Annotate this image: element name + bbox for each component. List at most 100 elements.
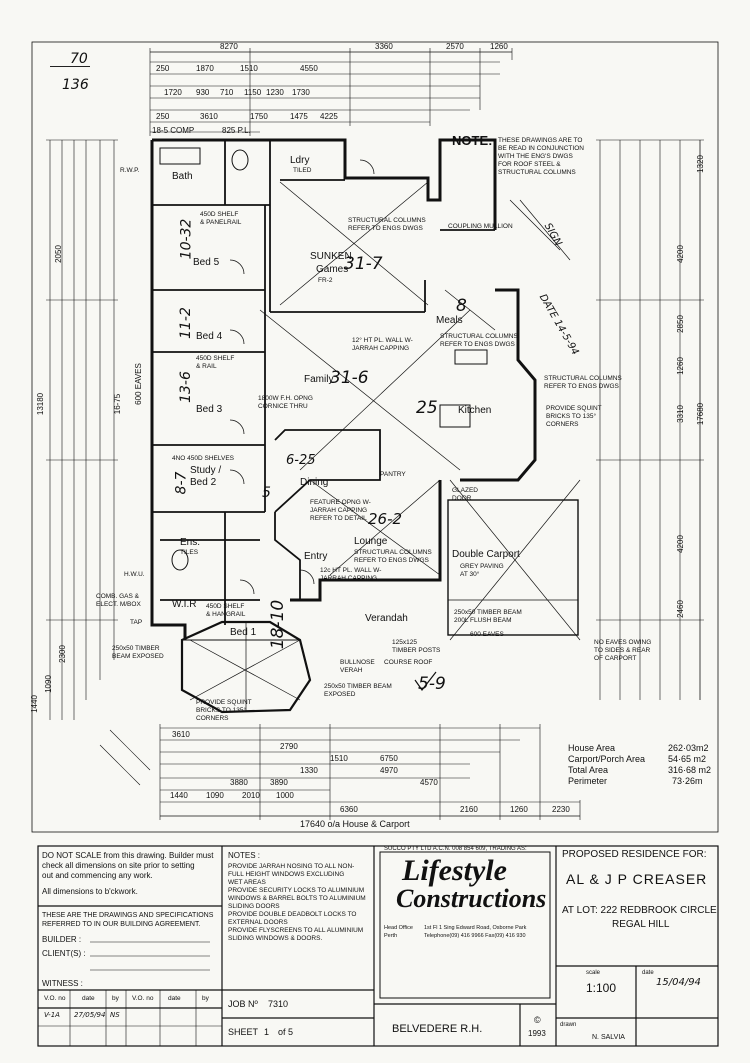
dim-bottom-b4: 1000 <box>276 791 294 800</box>
room-carport: Double Carport <box>452 549 520 560</box>
note-structural-meals-2: REFER TO ENGS DWGS <box>440 341 515 348</box>
note-linen-1: 450D SHELF <box>206 603 245 610</box>
tb-job-label: JOB Nº <box>228 999 258 1009</box>
hand-lounge: 26-2 <box>368 510 403 528</box>
note-structural-games-2: REFER TO ENGS DWGS <box>348 225 423 232</box>
dim-left-3: 16-75 <box>113 393 123 415</box>
note-shelves-study: 4NO 450D SHELVES <box>172 455 235 462</box>
area-house-value: 262·03m2 <box>668 743 709 753</box>
tb-dns-2: check all dimensions on site prior to se… <box>42 861 195 870</box>
tb-dns-3: out and commencing any work. <box>42 871 153 880</box>
dim-top-c1: 250 <box>156 112 170 121</box>
room-wir: W.I.R <box>172 599 197 610</box>
room-bed2: Bed 2 <box>190 477 217 488</box>
tb-drawn-label: drawn <box>560 1022 577 1028</box>
tb-dims-bk: All dimensions to b'ckwork. <box>42 887 138 896</box>
tb-sheet-of: of 5 <box>278 1027 294 1037</box>
dim-top-d1: 18-5 COMP <box>152 126 195 135</box>
dim-top-overall-3: 2570 <box>446 42 464 51</box>
dim-bottom-d4: 1510 <box>330 754 348 763</box>
note-family-opng-2: CORNICE THRU <box>258 403 308 410</box>
room-sunken: SUNKEN <box>310 251 352 262</box>
room-bed3: Bed 3 <box>196 404 223 415</box>
tb-address: 1st Fl 1 Sing Edward Road, Osborne Park <box>424 925 527 931</box>
note-hwu: H.W.U. <box>124 571 145 578</box>
room-lounge: Lounge <box>354 536 388 547</box>
dim-bottom-c3: 6750 <box>380 754 398 763</box>
note-course: COURSE ROOF <box>384 659 433 666</box>
tb-vo-h4: V.O. no <box>132 995 154 1002</box>
note-shelf-bath-1: 450D SHELF <box>200 211 239 218</box>
hand-dining: 6-25 <box>286 453 316 468</box>
tb-note-5: WINDOWS & BARREL BOLTS TO ALUMINIUM <box>228 895 366 902</box>
room-games: Games <box>316 264 349 275</box>
tb-vo-r2: 27/05/94 <box>74 1011 106 1019</box>
tb-phone: Telephone(09) 416 9966 Fax(09) 416 930 <box>424 933 526 939</box>
room-ens-sub: TILES <box>180 549 199 556</box>
note-squint-bed1-2: BRICKS TO 135° <box>196 707 247 714</box>
note-squint-kitchen-2: BRICKS TO 135° <box>546 413 597 420</box>
dim-right-8: 2460 <box>675 600 685 618</box>
tb-vo-r3: NS <box>110 1011 120 1019</box>
dim-top-b5: 1230 <box>266 88 284 97</box>
tb-office-label: Head Office <box>384 925 413 931</box>
note-squint-kitchen-3: CORNERS <box>546 421 579 428</box>
dim-top-a4: 4550 <box>300 64 318 73</box>
note-comb-gas-2: ELECT. M/BOX <box>96 601 141 608</box>
tb-year: 1993 <box>528 1029 546 1038</box>
dim-right-1: 1320 <box>695 155 705 173</box>
note-family-opng-1: 1800W F.H. OPNG <box>258 395 313 402</box>
dim-left-6: 1090 <box>43 675 53 693</box>
note-squint-kitchen-1: PROVIDE SQUINT <box>546 405 602 412</box>
dim-bottom-b2: 1090 <box>206 791 224 800</box>
dim-right-6: 17680 <box>696 402 706 426</box>
note-no-eaves-1: NO EAVES OWING <box>594 639 652 646</box>
sheet-border <box>31 41 719 833</box>
hand-family: 31-6 <box>330 368 369 388</box>
tb-date-label: date <box>642 970 654 976</box>
note-timber-front-1: 250x50 TIMBER BEAM <box>324 683 392 690</box>
tb-job-no: 7310 <box>268 999 289 1009</box>
note-glazed-2: DOOR <box>452 495 472 502</box>
note-feature-3: REFER TO DETAIL <box>310 515 367 522</box>
note-line-1: THESE DRAWINGS ARE TO <box>498 137 583 144</box>
dim-bottom-d1: 3880 <box>230 778 248 787</box>
hand-games: 31-7 <box>344 254 383 274</box>
hand-meals: 8 <box>456 296 467 316</box>
note-line-4: FOR ROOF STEEL & <box>498 161 561 168</box>
dim-top-d2: 825 P.L. <box>222 126 251 135</box>
note-linen-2: & HANGRAIL <box>206 611 246 618</box>
dim-top-a3: 1510 <box>240 64 258 73</box>
room-games-sub: FR-2 <box>318 277 333 284</box>
tb-note-1: PROVIDE JARRAH NOSING TO ALL NON- <box>228 863 355 870</box>
tb-suburb: REGAL HILL <box>612 919 670 930</box>
note-comb-gas-1: COMB. GAS & <box>96 593 139 600</box>
room-ldry: Ldry <box>290 155 310 166</box>
dim-right-2: 4200 <box>675 245 685 263</box>
note-timber-front-2: EXPOSED <box>324 691 356 698</box>
dim-top-overall-1: 8270 <box>220 42 238 51</box>
note-structural-meals-1: STRUCTURAL COLUMNS <box>440 333 518 340</box>
note-structural-lounge-1: STRUCTURAL COLUMNS <box>354 549 432 556</box>
dim-left-2: 2050 <box>53 245 63 263</box>
note-carport-floor-1: GREY PAVING <box>460 563 504 570</box>
dim-right-5: 3310 <box>675 405 685 423</box>
note-structural-kitchen-1: STRUCTURAL COLUMNS <box>544 375 622 382</box>
note-wall-lounge-2: JARRAH CAPPING <box>320 575 378 582</box>
tb-logo-line1: Lifestyle <box>402 854 507 887</box>
room-dining: Dining <box>300 477 329 488</box>
tb-these-1: THESE ARE THE DRAWINGS AND SPECIFICATION… <box>42 912 214 919</box>
note-timber-carport-2: 200L FLUSH BEAM <box>454 617 512 624</box>
note-structural-games-1: STRUCTURAL COLUMNS <box>348 217 426 224</box>
hand-kitchen: 25 <box>416 398 438 418</box>
dim-top-a2: 1870 <box>196 64 214 73</box>
room-entry: Entry <box>304 551 328 562</box>
tb-note-7: PROVIDE DOUBLE DEADBOLT LOCKS TO <box>228 911 357 918</box>
tb-vo-h6: by <box>202 995 209 1002</box>
note-timber-posts-2: TIMBER POSTS <box>392 647 441 654</box>
tb-clients: CLIENT(S) : <box>42 949 86 958</box>
area-perimeter-value: 73·26m <box>672 776 703 786</box>
dim-top-c3: 1750 <box>250 112 268 121</box>
dim-bottom-a2: 2160 <box>460 805 478 814</box>
